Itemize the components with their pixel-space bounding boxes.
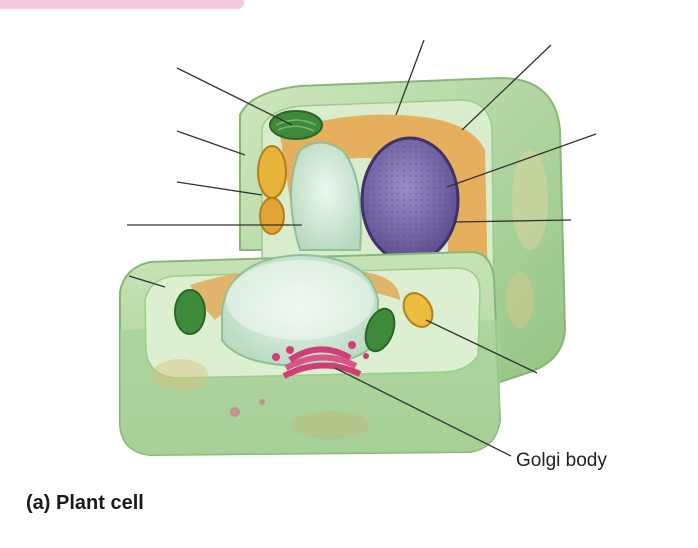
vacuole-upper [290,141,362,251]
chloroplast-lower-left [174,289,206,335]
mitochondrion-3 [402,292,434,328]
chloroplast-lower-right [364,307,396,353]
golgi-body [272,341,369,379]
header-accent-tab [0,0,244,9]
leader-lines [127,39,597,457]
mitochondrion-2 [259,197,285,235]
figure-caption: (a) Plant cell [26,492,144,514]
golgi-body-label: Golgi body [516,450,607,471]
mitochondrion-1 [257,145,287,199]
chloroplast-top [269,110,323,140]
